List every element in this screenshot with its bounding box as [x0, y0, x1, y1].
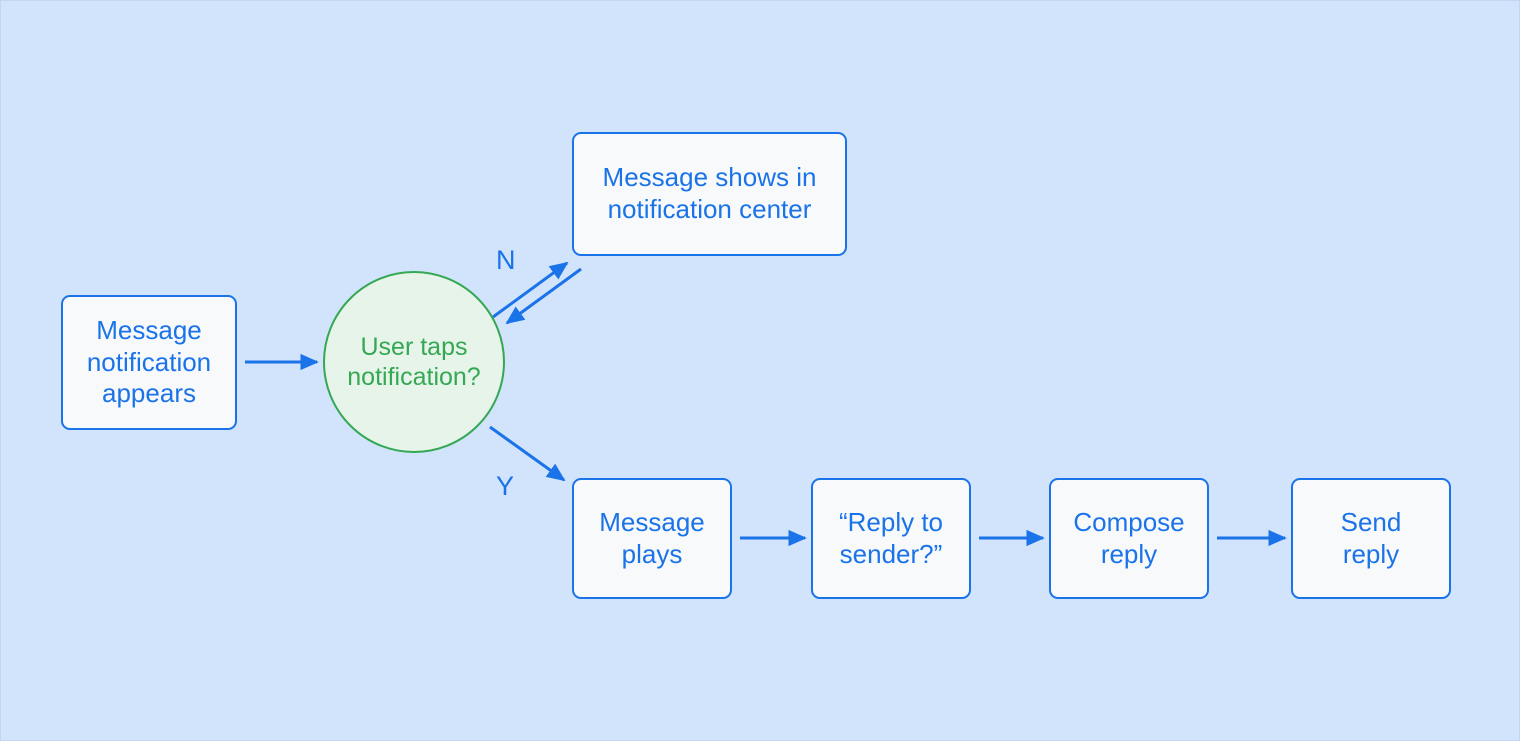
edge-notification-center-back-to-decision	[505, 267, 582, 325]
node-user-taps-notification[interactable]: User taps notification?	[323, 271, 505, 453]
edge-label-no: N	[496, 245, 516, 275]
node-compose-reply[interactable]: Compose reply	[1049, 478, 1209, 599]
node-message-shows-in-notification-center[interactable]: Message shows in notification center	[572, 132, 847, 256]
node-send-reply[interactable]: Send reply	[1291, 478, 1451, 599]
node-message-notification-appears[interactable]: Message notification appears	[61, 295, 237, 430]
node-message-plays[interactable]: Message plays	[572, 478, 732, 599]
node-reply-to-sender[interactable]: “Reply to sender?”	[811, 478, 971, 599]
edge-label-yes: Y	[496, 471, 515, 501]
